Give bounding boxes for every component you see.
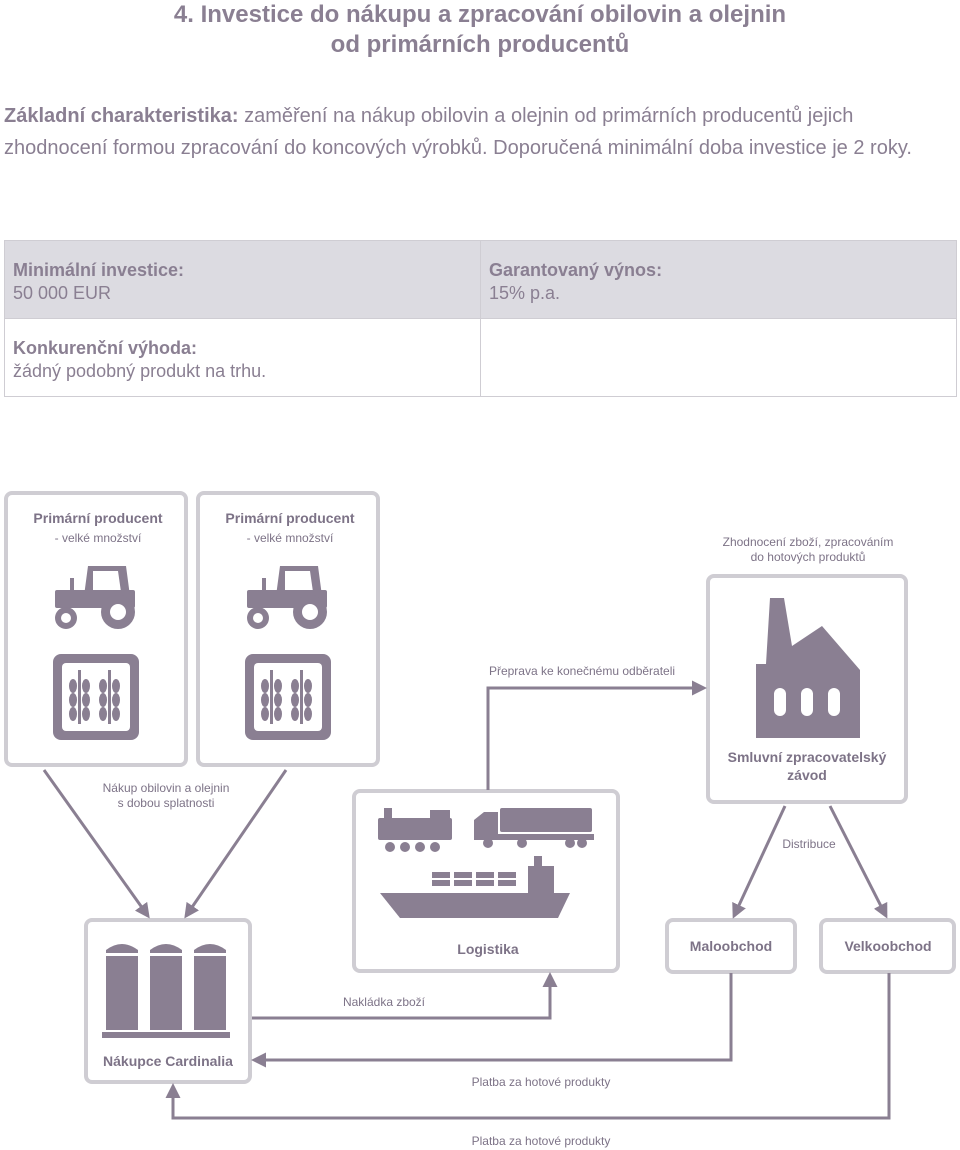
producer-1-title: Primární producent	[33, 510, 162, 526]
processing-note-line-2: do hotových produktů	[751, 550, 866, 564]
info-table: Minimální investice: 50 000 EUR Garantov…	[4, 240, 957, 397]
empty-cell	[480, 318, 957, 397]
intro-text: zaměření na nákup obilovin a olejnin od …	[4, 105, 912, 159]
logistics-label: Logistika	[457, 941, 519, 957]
title-line-2: od primárních producentů	[330, 31, 630, 58]
intro-paragraph: Základní charakteristika: zaměření na ná…	[4, 100, 934, 164]
producer-box-2	[196, 491, 380, 767]
loading-label: Nakládka zboží	[343, 995, 426, 1009]
distribution-arrow-retail	[732, 805, 787, 919]
plant-label-line-2: závod	[787, 767, 827, 783]
silo-icon	[102, 944, 230, 1038]
payment-arrow-wholesale	[165, 973, 891, 1120]
guaranteed-yield-value: 15% p.a.	[489, 283, 561, 303]
buyer-label: Nákupce Cardinalia	[103, 1053, 233, 1069]
wheat-icon	[245, 654, 331, 740]
purchase-label-line-1: Nákup obilovin a olejnin	[103, 781, 230, 795]
train-icon	[378, 808, 452, 852]
payment-label-2: Platba za hotové produkty	[472, 1134, 611, 1148]
wholesale-label: Velkoobchod	[844, 938, 931, 954]
purchase-label-line-2: s dobou splatnosti	[118, 796, 215, 810]
logistics-box	[352, 789, 620, 973]
producer-2-title: Primární producent	[225, 510, 354, 526]
intro-label: Základní charakteristika:	[4, 105, 239, 127]
loading-arrow	[252, 972, 558, 1020]
wholesale-box	[819, 918, 956, 974]
title-line-1: 4. Investice do nákupu a zpracování obil…	[173, 1, 787, 28]
page-title: 4. Investice do nákupu a zpracování obil…	[0, 0, 960, 60]
purchase-arrow-2	[184, 769, 288, 919]
min-investment-label: Minimální investice:	[13, 260, 185, 280]
min-investment-cell: Minimální investice: 50 000 EUR	[4, 240, 481, 319]
plant-label-line-1: Smluvní zpracovatelský	[728, 749, 887, 765]
buyer-box	[84, 918, 252, 1084]
factory-icon	[756, 598, 860, 738]
tractor-icon	[55, 566, 135, 629]
ship-icon	[380, 856, 570, 918]
payment-label-1: Platba za hotové produkty	[472, 1075, 611, 1089]
advantage-cell: Konkurenční výhoda: žádný podobný produk…	[4, 318, 481, 397]
transport-label: Přeprava ke konečnému odběrateli	[489, 664, 675, 678]
producer-2-subtitle: - velké množství	[247, 531, 334, 545]
truck-icon	[474, 808, 594, 848]
producer-1-subtitle: - velké množství	[55, 531, 142, 545]
guaranteed-yield-cell: Garantovaný výnos: 15% p.a.	[480, 240, 957, 319]
min-investment-value: 50 000 EUR	[13, 283, 112, 303]
purchase-arrow-1	[42, 769, 150, 919]
wheat-icon	[53, 654, 139, 740]
processing-plant-box	[706, 574, 908, 804]
distribution-label: Distribuce	[782, 837, 836, 851]
guaranteed-yield-label: Garantovaný výnos:	[489, 260, 663, 280]
payment-arrow-retail	[251, 973, 733, 1068]
advantage-label: Konkurenční výhoda:	[13, 338, 198, 358]
tractor-icon	[247, 566, 327, 629]
retail-box	[665, 918, 797, 974]
producer-box-1	[4, 491, 188, 767]
transport-arrow	[486, 680, 707, 790]
advantage-value: žádný podobný produkt na trhu.	[13, 361, 267, 381]
distribution-arrow-wholesale	[828, 805, 888, 919]
retail-label: Maloobchod	[690, 938, 772, 954]
processing-note-line-1: Zhodnocení zboží, zpracováním	[723, 535, 894, 549]
